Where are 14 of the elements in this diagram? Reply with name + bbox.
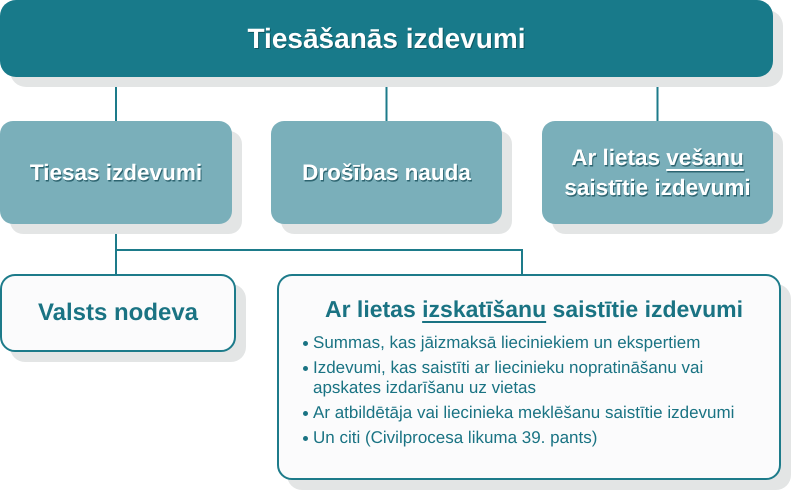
category-box xyxy=(0,121,232,224)
bullet-text: Un citi (Civilprocesa likuma 39. pants) xyxy=(313,428,598,448)
box-title: Ar lietas vešanu saistītie izdevumi xyxy=(563,144,752,202)
box-title: Tiesāšanās izdevumi xyxy=(247,22,526,54)
category-box xyxy=(542,121,773,224)
box-title: Tiesas izdevumi xyxy=(30,158,202,187)
bullet-text: Ar atbildētāja vai liecinieka meklēšanu saistītie izdevumi xyxy=(313,403,734,423)
box-title: Ar lietas izskatīšanu saistītie izdevumi xyxy=(324,296,744,323)
header-box xyxy=(0,0,773,77)
bullet-text: Izdevumi, kas saistīti ar liecinieku nopratināšanu vai apskates izdarīšanu uz vietas xyxy=(313,358,704,398)
bullet-text: Summas, kas jāizmaksā lieciniekiem un ekspertiem xyxy=(313,333,700,353)
box-title: Drošības nauda xyxy=(302,158,471,187)
category-box xyxy=(271,121,502,224)
box-title: Valsts nodeva xyxy=(38,299,198,327)
